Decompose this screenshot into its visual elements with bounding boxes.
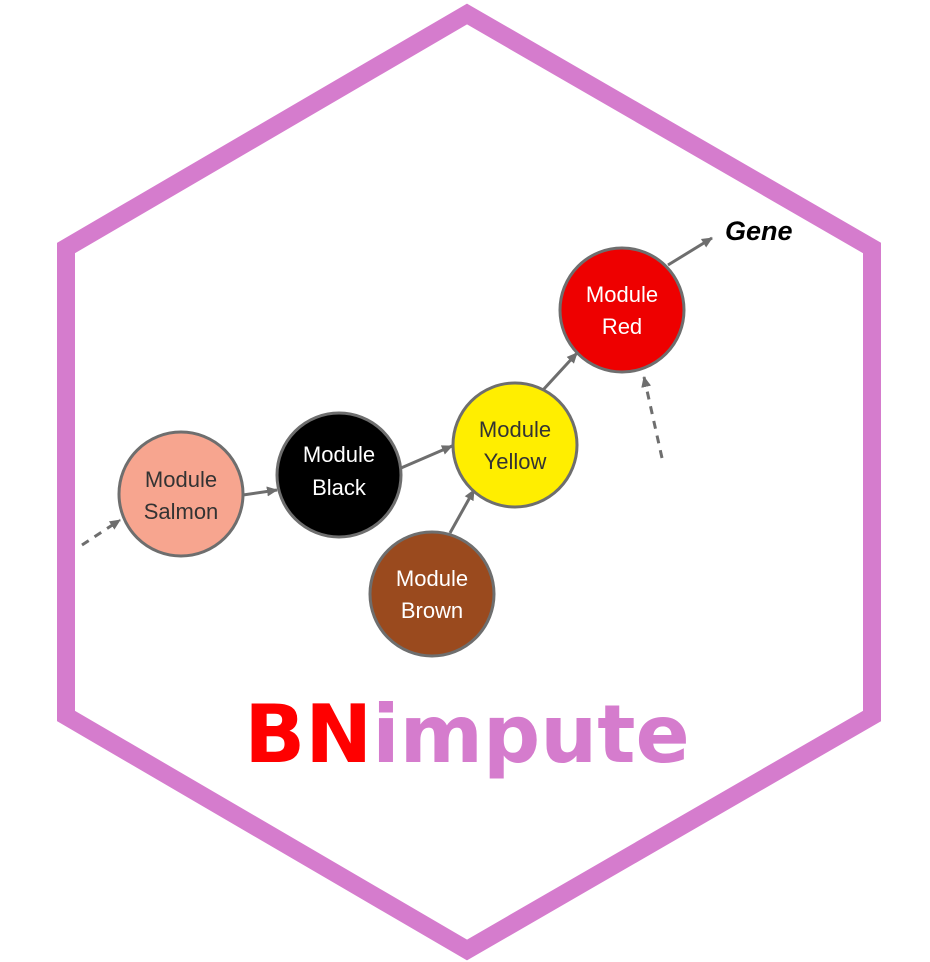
node-yellow-label-line2: Yellow: [484, 449, 547, 474]
node-module-red: Module Red: [558, 246, 686, 374]
node-brown-circle: [368, 530, 496, 658]
node-salmon-label-line2: Salmon: [144, 499, 219, 524]
node-black-label-line1: Module: [303, 442, 375, 467]
title-part-bn: BN: [244, 688, 372, 781]
node-brown-label-line1: Module: [396, 566, 468, 591]
node-red-circle: [558, 246, 686, 374]
node-yellow-circle: [451, 381, 579, 509]
edge-brown-yellow: [448, 489, 476, 534]
node-yellow-label-line1: Module: [479, 417, 551, 442]
edge-red-gene: [667, 236, 713, 267]
edge-black-yellow: [400, 444, 453, 470]
node-salmon-circle: [117, 430, 245, 558]
node-module-yellow: Module Yellow: [451, 381, 579, 509]
edge-incoming-salmon: [81, 518, 121, 547]
title-bnimpute: BNimpute: [244, 688, 689, 781]
node-module-brown: Module Brown: [368, 530, 496, 658]
node-red-label-line1: Module: [586, 282, 658, 307]
node-module-salmon: Module Salmon: [117, 430, 245, 558]
title-part-impute: impute: [372, 688, 690, 781]
edge-salmon-black: [242, 486, 278, 497]
node-salmon-label-line1: Module: [145, 467, 217, 492]
gene-label: Gene: [725, 216, 793, 246]
node-red-label-line2: Red: [602, 314, 642, 339]
edge-yellow-red: [541, 351, 579, 392]
node-module-black: Module Black: [275, 411, 403, 539]
node-black-circle: [275, 411, 403, 539]
node-brown-label-line2: Brown: [401, 598, 463, 623]
node-black-label-line2: Black: [312, 475, 367, 500]
